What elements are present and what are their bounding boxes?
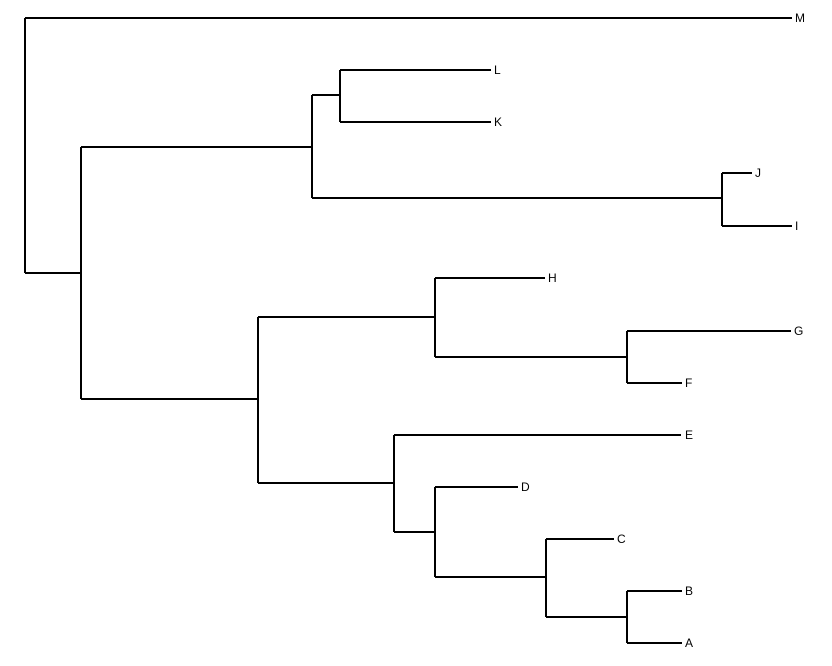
leaf-label-G: G [794, 324, 803, 338]
leaf-label-M: M [795, 11, 805, 25]
leaf-label-K: K [494, 115, 502, 129]
leaf-label-L: L [494, 63, 501, 77]
leaf-label-F: F [685, 376, 692, 390]
leaf-label-D: D [521, 480, 530, 494]
leaf-label-I: I [795, 219, 798, 233]
leaf-label-J: J [755, 166, 761, 180]
leaf-label-A: A [685, 636, 693, 650]
leaf-label-E: E [685, 428, 693, 442]
leaf-label-H: H [548, 271, 557, 285]
leaf-label-B: B [685, 584, 693, 598]
leaf-label-C: C [617, 532, 626, 546]
